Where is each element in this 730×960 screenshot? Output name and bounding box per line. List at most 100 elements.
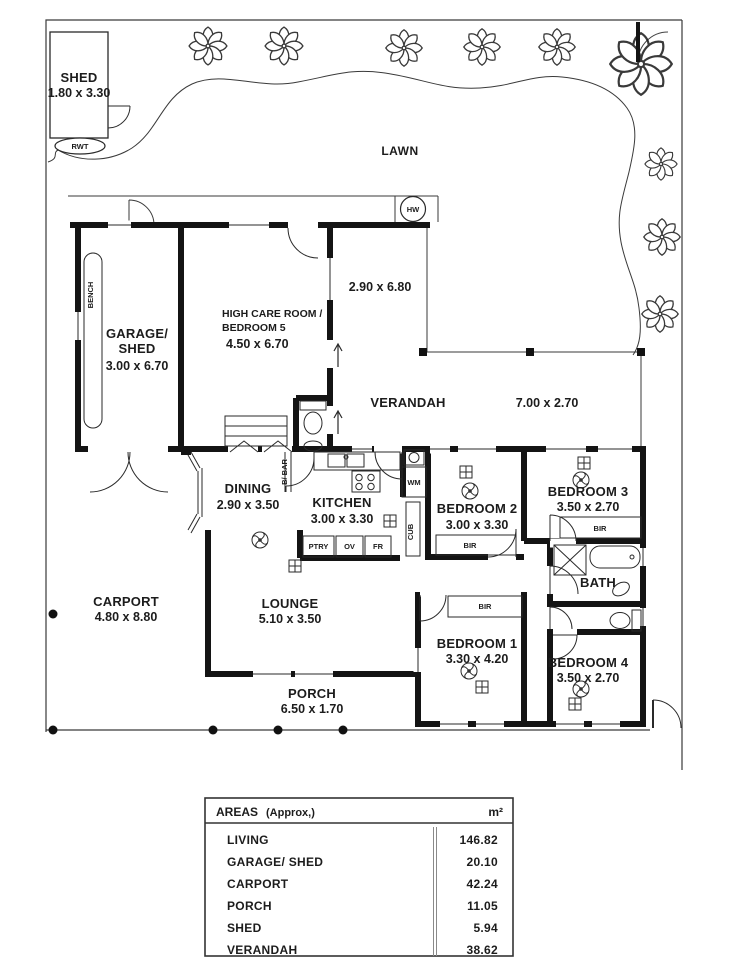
heat-vent-icon xyxy=(459,465,473,479)
ceiling-fan-icon xyxy=(461,482,479,500)
sink-icon xyxy=(327,453,346,468)
table-row-label: CARPORT xyxy=(227,877,289,891)
fixtures xyxy=(83,252,642,632)
room-label-kitchen: KITCHEN xyxy=(312,495,371,510)
table-row-label: GARAGE/ SHED xyxy=(227,855,323,869)
windows xyxy=(77,224,644,725)
door-swing xyxy=(549,606,573,630)
garden-bed-edge xyxy=(47,70,641,356)
bir-robe xyxy=(435,534,517,556)
room-label-highcare: HIGH CARE ROOM / xyxy=(222,308,322,320)
room-label-porch: PORCH xyxy=(288,686,336,701)
room-label-highcare2: BEDROOM 5 xyxy=(222,322,286,334)
table-row-value: 20.10 xyxy=(466,855,498,869)
tree-icon xyxy=(385,29,423,67)
room-label-garage: GARAGE/ xyxy=(106,326,168,341)
heat-vent-icon xyxy=(577,456,591,470)
pantry xyxy=(302,535,335,558)
bir-robe xyxy=(559,516,642,539)
room-dims-bed4: 3.50 x 2.70 xyxy=(557,671,620,685)
room-labels: BENCH GARAGE/ SHED 3.00 x 6.70 HIGH CARE… xyxy=(86,280,629,716)
heat-vent-icon xyxy=(288,559,302,573)
shed-label: SHED xyxy=(61,70,98,85)
rwt-label: RWT xyxy=(72,142,89,151)
heat-vent-icon xyxy=(568,697,582,711)
bir-robe xyxy=(447,595,523,618)
garden-trees xyxy=(188,26,681,333)
heat-vent-icon xyxy=(383,514,397,528)
breakfast-bar xyxy=(284,452,292,492)
bir-label: BIR xyxy=(594,524,608,533)
tree-icon xyxy=(538,28,576,66)
dresser xyxy=(224,415,288,447)
oven-label: OV xyxy=(344,542,355,551)
room-label-verandah: VERANDAH xyxy=(370,395,445,410)
room-dims-lounge: 5.10 x 3.50 xyxy=(259,612,322,626)
post xyxy=(48,609,58,619)
side-gate-bottom xyxy=(652,699,682,729)
room-label-bed4: BEDROOM 4 xyxy=(548,655,629,670)
room-dims-dining: 2.90 x 3.50 xyxy=(217,498,280,512)
eaves-line xyxy=(68,195,439,226)
room-dims-bed1: 3.30 x 4.20 xyxy=(446,652,509,666)
laundry-tub-icon xyxy=(403,449,425,466)
oven xyxy=(335,535,364,558)
toilet-icon xyxy=(299,400,327,452)
door-swing xyxy=(549,514,577,542)
bench xyxy=(83,252,103,429)
wm-label: WM xyxy=(407,478,420,487)
cub-label: CUB xyxy=(406,523,415,540)
fridge-label: FR xyxy=(373,542,384,551)
room-dims-carport: 4.80 x 8.80 xyxy=(95,610,158,624)
entry-door-swing xyxy=(374,451,403,480)
tree-icon xyxy=(641,295,679,333)
verandah-post xyxy=(419,348,427,356)
bir-label: BIR xyxy=(479,602,493,611)
gate-door-swing xyxy=(128,199,155,226)
table-row-label: LIVING xyxy=(227,833,269,847)
pantry-label: PTRY xyxy=(309,542,329,551)
toilet-icon xyxy=(609,609,642,632)
room-dims-highcare: 4.50 x 6.70 xyxy=(226,337,289,351)
room-dims-bed3: 3.50 x 2.70 xyxy=(557,500,620,514)
table-row-value: 42.24 xyxy=(466,877,498,891)
bifold-door-marks xyxy=(229,440,293,453)
ceiling-fan-icon xyxy=(251,531,269,549)
tree-icon xyxy=(644,147,678,181)
room-label-dining: DINING xyxy=(225,481,272,496)
table-row-value: 5.94 xyxy=(473,921,498,935)
room-dims-porch: 6.50 x 1.70 xyxy=(281,702,344,716)
tree-icon xyxy=(643,218,681,256)
table-title: AREAS xyxy=(216,805,258,819)
verandah-edge xyxy=(426,228,642,446)
cooktop-icon xyxy=(351,470,381,493)
slider-arrow-icon xyxy=(333,342,343,434)
bathtub-icon xyxy=(589,545,641,569)
tree-icon xyxy=(609,32,673,96)
kitchen-bench xyxy=(285,451,401,558)
room-dims-kitchen: 3.00 x 3.30 xyxy=(311,512,374,526)
door-swing xyxy=(107,105,131,129)
tree-icon xyxy=(264,26,304,66)
side-verandah-dims: 2.90 x 6.80 xyxy=(349,280,412,294)
table-row-label: SHED xyxy=(227,921,262,935)
bir-label: BIR xyxy=(464,541,478,550)
table-row-value: 146.82 xyxy=(459,833,498,847)
table-row-label: VERANDAH xyxy=(227,943,297,957)
heat-vent-icon xyxy=(475,680,489,694)
areas-table: AREAS (Approx,) m² LIVING 146.82 GARAGE/… xyxy=(204,797,514,957)
room-label-carport: CARPORT xyxy=(93,594,159,609)
shed-dims: 1.80 x 3.30 xyxy=(48,86,111,100)
room-label-lounge: LOUNGE xyxy=(262,596,319,611)
verandah-posts xyxy=(419,348,645,356)
tree-icon xyxy=(463,28,501,66)
table-rows: LIVING 146.82 GARAGE/ SHED 20.10 CARPORT… xyxy=(227,833,498,957)
garden-shed xyxy=(49,31,131,139)
table-row-label: PORCH xyxy=(227,899,272,913)
hw-label: HW xyxy=(407,205,420,214)
carport-porch-posts xyxy=(48,609,348,735)
room-label-bed3: BEDROOM 3 xyxy=(548,484,629,499)
verandah-post xyxy=(637,348,645,356)
room-label-bed2: BEDROOM 2 xyxy=(437,501,518,516)
bbar-label: B/ BAR xyxy=(280,459,289,485)
